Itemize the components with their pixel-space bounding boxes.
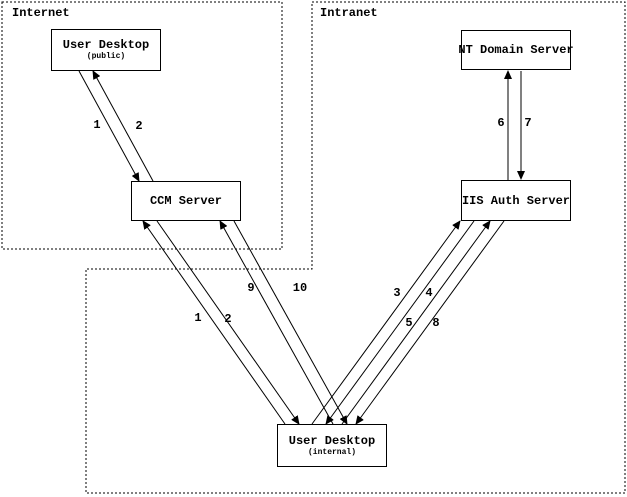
edge-ccm-server-to-user-desktop-internal [233, 220, 348, 425]
node-label: IIS Auth Server [461, 193, 571, 208]
node-user-desktop-internal: User Desktop (internal) [277, 424, 387, 467]
node-label: User Desktop [62, 38, 150, 52]
edge-ccm-server-to-user-desktop-public [92, 70, 154, 182]
edge-user-desktop-internal-to-iis-auth-server [311, 220, 461, 425]
node-sublabel: (internal) [307, 447, 356, 457]
zone-label-intranet: Intranet [320, 6, 378, 20]
zone-outline-internet [1, 1, 283, 250]
edge-label-1: 1 [194, 311, 202, 325]
edge-label-8: 8 [432, 316, 440, 330]
node-label: CCM Server [149, 194, 222, 208]
zone-label-internet: Internet [12, 6, 70, 20]
node-label: NT Domain Server [458, 43, 574, 57]
edge-iis-auth-server-to-user-desktop-internal [325, 220, 475, 425]
edge-user-desktop-internal-to-ccm-server [142, 220, 286, 425]
node-label: User Desktop [288, 433, 376, 448]
node-nt-domain-server: NT Domain Server [458, 30, 574, 70]
node-iis-auth-server: IIS Auth Server [461, 180, 571, 221]
node-ccm-server: CCM Server [131, 181, 241, 221]
edge-label-4: 4 [425, 286, 433, 300]
edge-label-7: 7 [524, 116, 532, 130]
edge-label-9: 9 [247, 281, 255, 295]
edge-iis-auth-server-to-user-desktop-internal [355, 220, 505, 425]
zone-outline-intranet [85, 1, 626, 494]
edge-user-desktop-internal-to-iis-auth-server [341, 220, 491, 425]
edge-label-1: 1 [93, 118, 101, 132]
edge-ccm-server-to-user-desktop-internal [156, 220, 300, 425]
edge-label-10: 10 [292, 281, 308, 295]
edge-arrows [78, 70, 525, 425]
edge-label-5: 5 [405, 316, 413, 330]
edge-user-desktop-internal-to-ccm-server [219, 220, 334, 425]
edge-label-6: 6 [497, 116, 505, 130]
edge-user-desktop-public-to-ccm-server [78, 70, 140, 182]
edge-label-2: 2 [224, 312, 232, 326]
edge-label-3: 3 [393, 286, 401, 300]
edge-label-2: 2 [135, 119, 143, 133]
node-sublabel: (public) [86, 52, 126, 61]
node-user-desktop-public: User Desktop (public) [51, 29, 161, 71]
